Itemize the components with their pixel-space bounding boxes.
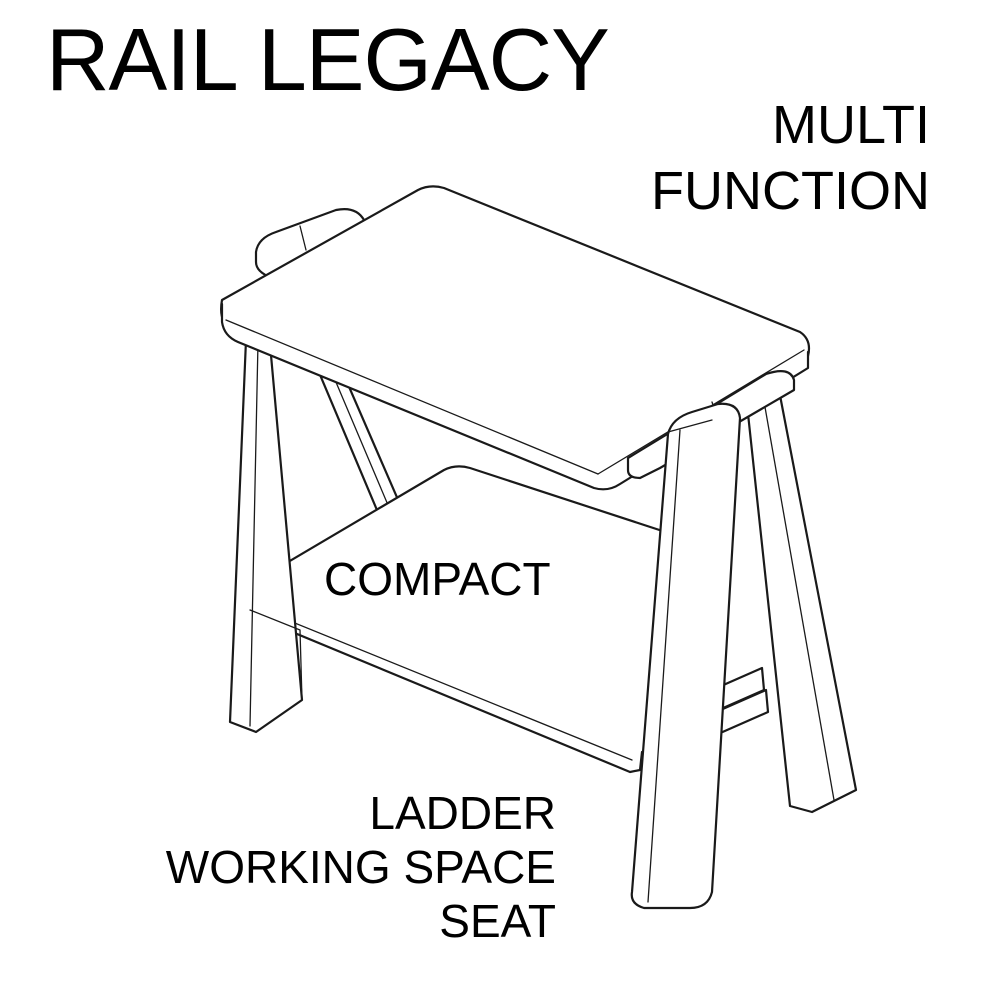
tagline-line-1: MULTI: [772, 95, 930, 155]
front-right-leg: [630, 402, 742, 910]
uses-list: LADDER WORKING SPACE SEAT: [166, 786, 556, 948]
tagline-line-2: FUNCTION: [651, 161, 930, 221]
use-seat: SEAT: [439, 895, 556, 947]
compact-label: COMPACT: [324, 553, 551, 605]
use-ladder: LADDER: [369, 787, 556, 839]
use-working-space: WORKING SPACE: [165, 841, 556, 893]
lower-shelf: [241, 465, 692, 774]
tagline: MULTI FUNCTION: [651, 92, 930, 224]
top-rear-handle: [254, 208, 366, 280]
front-left-leg: [228, 338, 304, 734]
rear-right-leg: [744, 383, 858, 814]
brand-title: RAIL LEGACY: [46, 10, 610, 109]
